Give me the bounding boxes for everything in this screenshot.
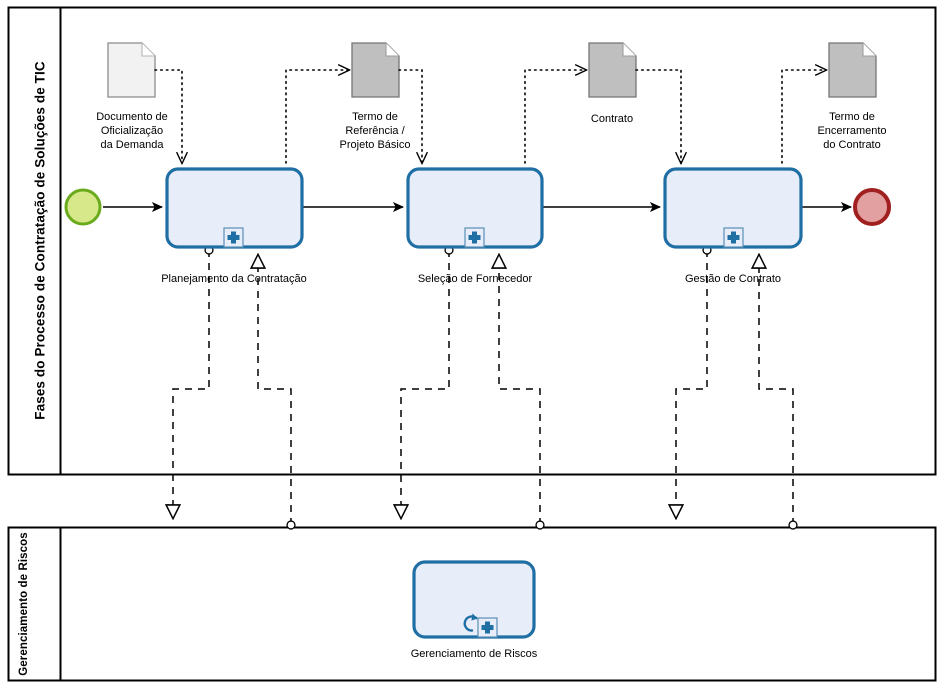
doc-termo-encerramento-shape — [828, 42, 877, 98]
doc-termo-encerramento-label: Termo de Encerramento do Contrato — [817, 111, 887, 152]
doc-contrato-label: Contrato — [590, 113, 634, 125]
assoc-doc-contrato-to-gestao — [635, 69, 681, 163]
assoc-gestao-to-doc-termo-encerramento — [781, 70, 826, 164]
msg-riscos-to-planejamento — [258, 255, 291, 525]
task-gestao-shape[interactable] — [663, 167, 803, 249]
message-flow-layer — [173, 250, 793, 525]
end-event-shape[interactable] — [853, 188, 891, 226]
pool-riscos-frame — [7, 526, 937, 682]
msg-planejamento-to-riscos — [173, 250, 209, 518]
assoc-selecao-to-doc-contrato — [524, 70, 586, 164]
task-riscos-label: Gerenciamento de Riscos — [410, 648, 538, 660]
task-gestao-label: Gestão de Contrato — [684, 273, 781, 285]
task-riscos-shape[interactable] — [412, 560, 536, 639]
doc-contrato-shape — [588, 42, 637, 98]
assoc-planejamento-to-doc-termo-referencia — [285, 70, 349, 164]
msg-riscos-to-selecao — [499, 255, 540, 525]
association-layer — [154, 69, 826, 164]
pool-fases-frame — [7, 6, 937, 476]
lane-title-fases: Fases do Processo de Contratação de Solu… — [32, 61, 48, 420]
msg-riscos-to-gestao — [759, 255, 793, 525]
doc-oficializacao-label: Documento de Oficialização da Demanda — [96, 111, 168, 152]
doc-termo-referencia-label: Termo de Referência / Projeto Básico — [339, 111, 411, 152]
msg-selecao-to-riscos — [401, 250, 449, 518]
start-event-shape[interactable] — [64, 188, 102, 226]
lane-title-riscos: Gerenciamento de Riscos — [18, 532, 30, 676]
task-planejamento-shape[interactable] — [165, 167, 304, 249]
doc-oficializacao-shape — [107, 42, 156, 98]
doc-termo-referencia-shape — [351, 42, 400, 98]
loop-icon — [463, 613, 478, 632]
assoc-doc-termo-referencia-to-selecao — [398, 69, 422, 163]
task-selecao-shape[interactable] — [406, 167, 544, 249]
msg-gestao-to-riscos — [676, 250, 707, 518]
task-planejamento-label: Planejamento da Contratação — [161, 273, 307, 285]
task-selecao-label: Seleção de Fornecedor — [417, 273, 533, 285]
